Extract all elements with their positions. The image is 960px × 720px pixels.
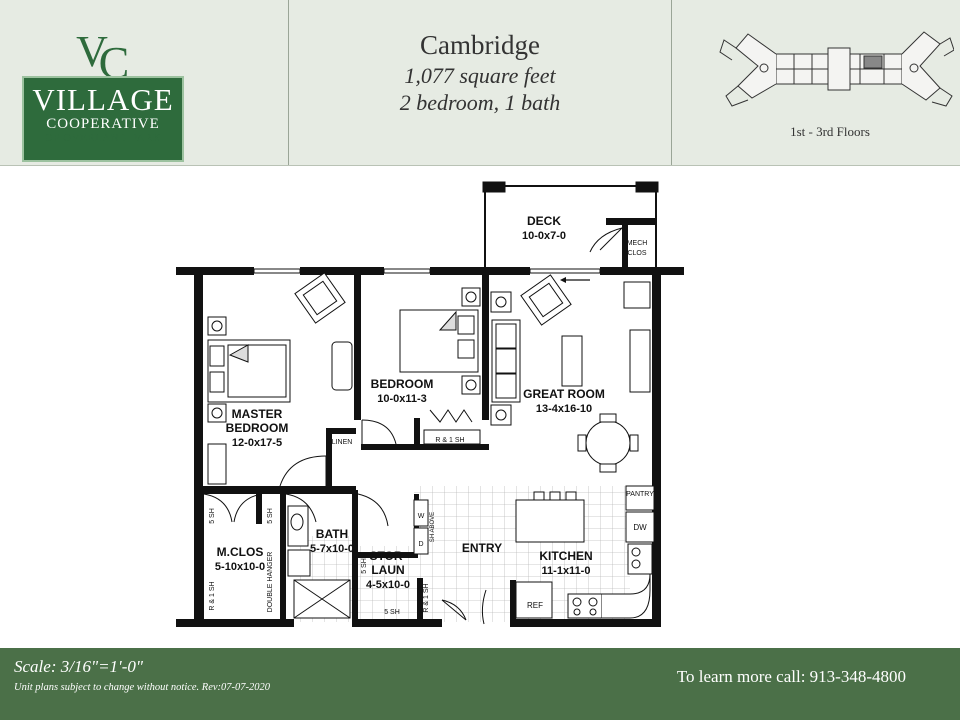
floor-plan: DECK 10-0x7-0 MECH CLOS MASTER BEDROOM 1… xyxy=(176,181,684,627)
bedroom-size: 10-0x11-3 xyxy=(377,393,427,405)
storage-shelf-bottom: 5 SH xyxy=(384,609,400,616)
kitchen-size: 11-1x11-0 xyxy=(542,565,591,577)
bath-fixtures xyxy=(287,499,429,619)
master-size: 12-0x17-5 xyxy=(232,437,282,449)
mech-label-1: MECH xyxy=(627,240,648,247)
bath-label: BATH xyxy=(316,527,348,541)
great-room-label: GREAT ROOM xyxy=(523,387,605,401)
storage-shelf-label: 5 SH xyxy=(361,558,368,574)
arrow-head-icon xyxy=(560,277,566,283)
master-label-1: MASTER xyxy=(232,407,283,421)
contact-phone: To learn more call: 913-348-4800 xyxy=(676,667,906,686)
bath-size: 5-7x10-0 xyxy=(310,543,354,555)
header-divider xyxy=(671,0,672,165)
door-swings xyxy=(203,409,487,625)
great-room-size: 13-4x16-10 xyxy=(536,403,592,415)
pantry-label: PANTRY xyxy=(626,491,654,498)
deck-label: DECK xyxy=(527,214,561,228)
footer-band xyxy=(0,648,960,720)
storlaun-label-2: LAUN xyxy=(371,563,404,577)
unit-square-feet: 1,077 square feet xyxy=(404,63,556,88)
deck-outline xyxy=(482,181,659,268)
mclos-label: M.CLOS xyxy=(217,545,264,559)
storlaun-label-1: STOR- xyxy=(369,549,406,563)
svg-text:V: V xyxy=(76,27,108,76)
mclos-shelf-left: 5 SH xyxy=(209,508,216,524)
entry-rsh: R & 1 SH xyxy=(423,583,430,612)
great-room-furniture xyxy=(490,274,651,473)
village-logo: V C VILLAGE COOPERATIVE OF OVERLAND PARK xyxy=(22,27,184,162)
building-key-map xyxy=(719,31,954,107)
dryer-label: D xyxy=(418,541,423,548)
double-hanger-label: DOUBLE HANGER xyxy=(267,552,274,613)
mech-label-2: CLOS xyxy=(627,250,646,257)
master-label-2: BEDROOM xyxy=(226,421,289,435)
scale-label: Scale: 3/16"=1'-0" xyxy=(14,657,143,676)
linen-label: LINEN xyxy=(332,439,353,446)
washer-label: W xyxy=(418,513,425,520)
deck-size: 10-0x7-0 xyxy=(522,230,566,242)
bedroom-furniture xyxy=(399,287,481,445)
entry-label: ENTRY xyxy=(462,541,502,555)
bedroom-label: BEDROOM xyxy=(371,377,434,391)
bedroom-rsh-label: R & 1 SH xyxy=(435,437,464,444)
unit-name: Cambridge xyxy=(420,30,540,60)
storlaun-size: 4-5x10-0 xyxy=(366,579,410,591)
sh-above-label: SH ABOVE xyxy=(430,512,436,542)
dw-label: DW xyxy=(633,523,647,532)
windows xyxy=(253,268,601,274)
ref-label: REF xyxy=(527,601,543,610)
kitchen-fixtures xyxy=(515,485,655,619)
logo-cooperative-text: COOPERATIVE xyxy=(46,116,160,132)
svg-text:C: C xyxy=(99,37,130,82)
unit-bed-bath: 2 bedroom, 1 bath xyxy=(399,90,561,115)
master-furniture xyxy=(207,272,353,485)
mclos-shelf-right: 5 SH xyxy=(267,508,274,524)
logo-village-text: VILLAGE xyxy=(32,82,174,117)
floors-caption: 1st - 3rd Floors xyxy=(790,124,870,139)
kitchen-label: KITCHEN xyxy=(539,549,592,563)
mclos-rsh: R & 1 SH xyxy=(209,581,216,610)
mclos-size: 5-10x10-0 xyxy=(215,561,265,573)
room-labels: DECK 10-0x7-0 MECH CLOS MASTER BEDROOM 1… xyxy=(209,214,654,616)
logo-location-text: OF OVERLAND PARK xyxy=(44,132,162,144)
unit-title-block: Cambridge 1,077 square feet 2 bedroom, 1… xyxy=(290,28,670,116)
vc-monogram-icon: V C xyxy=(76,27,130,82)
revision-note: Unit plans subject to change without not… xyxy=(14,682,271,693)
header-divider xyxy=(288,0,289,165)
logo-badge xyxy=(22,76,184,162)
mech-closet xyxy=(589,218,656,268)
